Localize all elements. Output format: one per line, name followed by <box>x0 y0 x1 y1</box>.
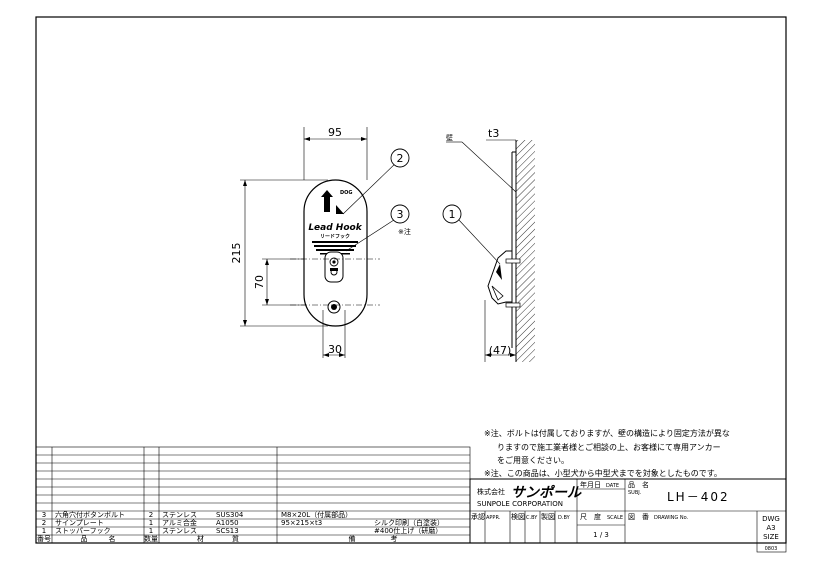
note-line-1: ※注、ボルトは付属しておりますが、壁の構造により固定方法が異な <box>484 428 730 438</box>
title-block <box>469 478 787 553</box>
part-3-no: 3 <box>42 511 46 519</box>
parts-list-rows: 3 六角穴付ボタンボルト 2 ステンレス SUS304 M8×20L（付属部品）… <box>37 510 444 543</box>
date-label: 年月日 <box>580 480 601 489</box>
company-name: サンポール <box>511 484 582 501</box>
wall-label: 壁 <box>446 133 453 142</box>
dim-width-95: 95 <box>328 126 342 139</box>
part-3-spec: SUS304 <box>216 511 244 519</box>
drawing-label: 図 番 <box>628 513 649 521</box>
checked-label: 検図 <box>511 512 525 521</box>
side-view: t3 壁 1 (47) <box>442 127 535 362</box>
approved-label: 承認 <box>471 512 485 521</box>
svg-text:1: 1 <box>449 208 456 221</box>
bolt-bottom <box>327 300 341 314</box>
part-1-remarks2: #400仕上げ（研磨） <box>374 526 442 535</box>
title-block-text: 株式会社 サンポール SUNPOLE CORPORATION 年月日 DATE … <box>471 480 780 552</box>
callout-note-mark: ※注 <box>398 227 411 236</box>
part-1-qty: 1 <box>149 527 153 535</box>
dog-logo: DOG <box>321 190 353 214</box>
sheet-border <box>35 16 787 544</box>
part-3-name: 六角穴付ボタンボルト <box>55 510 125 519</box>
note-line-3: をご用意ください。 <box>497 455 569 465</box>
header-remarks: 備 考 <box>349 534 398 543</box>
company-english: SUNPOLE CORPORATION <box>477 500 563 508</box>
size-label: SIZE <box>763 533 779 541</box>
part-2-remarks2: シルク印刷（白塗装） <box>374 518 444 527</box>
plate-brand-kana: リードフック <box>320 233 350 240</box>
product-name: LH－402 <box>667 490 730 504</box>
drawn-label: 製図 <box>541 512 555 521</box>
dim-depth-47: (47) <box>489 344 512 357</box>
parts-list <box>35 446 471 544</box>
note-line-4: ※注、この商品は、小型犬から中型犬までを対象としたものです。 <box>484 468 722 478</box>
svg-text:DOG: DOG <box>340 190 353 196</box>
scale-label: 尺 度 <box>580 512 601 521</box>
header-qty: 数量 <box>144 534 158 543</box>
approved-en: APPR. <box>486 515 501 521</box>
part-1-no: 1 <box>42 527 46 535</box>
wall-hatch <box>516 140 535 362</box>
part-1-material: ステンレス <box>162 527 197 535</box>
dim-height-215: 215 <box>230 243 243 264</box>
part-2-remarks: 95×215×t3 <box>281 519 322 527</box>
company-prefix: 株式会社 <box>477 487 505 496</box>
part-2-no: 2 <box>42 519 46 527</box>
callout-1 <box>442 204 462 224</box>
part-1-spec: SCS13 <box>216 527 239 535</box>
product-label: 品 名 <box>628 480 649 489</box>
part-3-remarks: M8×20L（付属部品） <box>281 510 352 519</box>
note-line-2: りますので施工業者様とご相談の上、お客様にて専用アンカー <box>497 442 721 452</box>
scale-en: SCALE <box>607 515 623 521</box>
front-view: 95 215 70 DOG Lead Hook リードフック <box>230 126 411 358</box>
dim-pitch-70: 70 <box>253 275 266 289</box>
drawing-code: 0803 <box>765 546 778 552</box>
part-3-material: ステンレス <box>162 511 197 519</box>
scale-value: 1 / 3 <box>593 531 609 539</box>
svg-text:2: 2 <box>397 152 404 165</box>
date-en: DATE <box>606 483 619 489</box>
header-name: 品 名 <box>81 534 116 543</box>
part-1-name: ストッパーフック <box>55 527 111 535</box>
drawn-en: D.BY <box>558 515 571 521</box>
stopper-hook-front <box>324 251 344 283</box>
plate-brand-name: Lead Hook <box>308 223 362 233</box>
size-value: A3 <box>766 524 775 532</box>
dim-thickness-t3: t3 <box>488 127 499 140</box>
callout-2 <box>390 148 410 168</box>
drawing-en: DRAWING No. <box>654 515 689 521</box>
part-2-material: アルミ合金 <box>162 518 197 527</box>
part-2-qty: 1 <box>149 519 153 527</box>
checked-en: C.BY <box>526 515 538 521</box>
dwg-label: DWG <box>762 515 780 523</box>
svg-text:3: 3 <box>397 208 404 221</box>
product-en: SUBJ. <box>628 490 642 496</box>
notes: ※注、ボルトは付属しておりますが、壁の構造により固定方法が異な りますので施工業… <box>484 428 730 478</box>
header-no: 番号 <box>37 535 51 543</box>
part-2-name: サインプレート <box>55 519 104 527</box>
part-3-qty: 2 <box>149 511 153 519</box>
header-material: 材 質 <box>197 534 239 543</box>
callout-3 <box>390 204 410 224</box>
part-2-spec: A1050 <box>216 519 239 527</box>
dim-bottom-30: 30 <box>328 343 342 356</box>
